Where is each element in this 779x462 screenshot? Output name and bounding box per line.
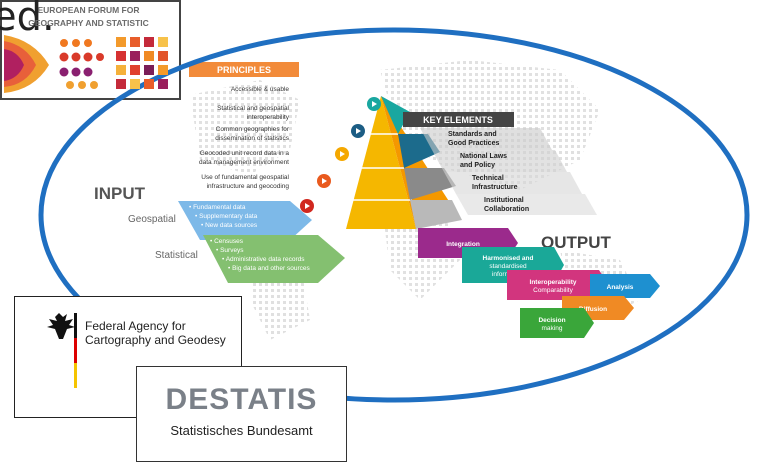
bkg-line2: Cartography and Geodesy <box>85 333 226 347</box>
statistical-item: • Administrative data records <box>222 256 305 263</box>
destatis-subtitle: Statistisches Bundesamt <box>170 423 313 438</box>
key-element-line: Institutional <box>484 197 524 204</box>
statistical-input-arrow <box>203 235 345 283</box>
geospatial-input-arrow <box>178 201 312 240</box>
output-step-shape <box>590 274 660 298</box>
geospatial-items: • Fundamental data • Supplementary data • … <box>189 204 258 229</box>
geospatial-item: • Fundamental data <box>189 204 246 211</box>
statistical-item: • Big data and other sources <box>228 265 311 272</box>
destatis-brand: DESTATIS <box>165 383 318 416</box>
principle-item-line: Geocoded unit record data in a <box>200 150 290 157</box>
highlight-ellipse <box>38 27 750 403</box>
principles-header-label: PRINCIPLES <box>217 65 271 75</box>
output-title: OUTPUT <box>541 233 612 252</box>
output-step-label: Analysis <box>607 284 634 291</box>
bkg-line1: Federal Agency for <box>85 319 186 333</box>
efgs-logo: EUROPEAN FORUM FOR GEOGRAPHY AND STATIST… <box>0 0 181 100</box>
geospatial-item: • New data sources <box>201 222 258 229</box>
output-step-label: Diffusion <box>579 306 607 313</box>
principle-item-line: dissemination of statistics <box>215 135 289 142</box>
output-step-label: Harmonised and <box>483 255 534 262</box>
key-element-line: National Laws <box>460 153 507 160</box>
key-element-line: Collaboration <box>484 206 529 213</box>
efgs-line2: GEOGRAPHY AND STATISTIC <box>28 18 149 28</box>
key-element-line: Standards and <box>448 131 497 138</box>
statistical-item: • Surveys <box>216 247 244 254</box>
output-step-label: Integration <box>446 241 480 248</box>
output-step-label: making <box>542 325 563 332</box>
statistical-label: Statistical <box>155 250 198 261</box>
key-element-line: and Policy <box>460 162 495 169</box>
principle-item-line: data management environment <box>199 159 289 166</box>
destatis-logo: DESTATIS Statistisches Bundesamt <box>136 366 347 462</box>
principle-item-line: Common geographies for <box>216 126 290 133</box>
principle-item-line: interoperability <box>247 114 290 121</box>
output-step-label: Comparability <box>533 287 573 294</box>
input-title: INPUT <box>94 184 146 203</box>
output-step-label: Interoperability <box>530 279 577 286</box>
key-elements-header: KEY ELEMENTS <box>403 112 514 127</box>
principle-item-line: Use of fundamental geospatial <box>201 174 289 181</box>
efgs-graphic <box>4 35 168 93</box>
principle-markers <box>300 97 381 213</box>
output-step-label: standardised <box>489 263 527 270</box>
principles-header: PRINCIPLES <box>189 62 299 77</box>
key-element-line: Infrastructure <box>472 184 518 191</box>
key-element-line: Good Practices <box>448 140 499 147</box>
output-step-shape <box>520 308 594 338</box>
federal-eagle-icon <box>47 313 77 388</box>
principle-item-line: Statistical and geospatial <box>217 105 289 112</box>
key-elements-bands <box>420 128 597 215</box>
geospatial-item: • Supplementary data <box>195 213 258 220</box>
key-element-line: Technical <box>472 175 504 182</box>
output-step-label: Decision <box>538 317 565 324</box>
principle-item-line: Accessible & usable <box>231 86 290 93</box>
output-step-shape <box>507 270 609 300</box>
slide-title-fragment: ed. <box>0 0 55 40</box>
statistical-item: • Censuses <box>210 238 244 245</box>
key-elements-header-label: KEY ELEMENTS <box>423 115 493 125</box>
statistical-items: • Censuses • Surveys • Administrative data… <box>210 238 311 272</box>
geospatial-label: Geospatial <box>128 214 176 225</box>
efgs-line1: EUROPEAN FORUM FOR <box>37 5 140 15</box>
principle-item-line: infrastructure and geocoding <box>207 183 290 190</box>
